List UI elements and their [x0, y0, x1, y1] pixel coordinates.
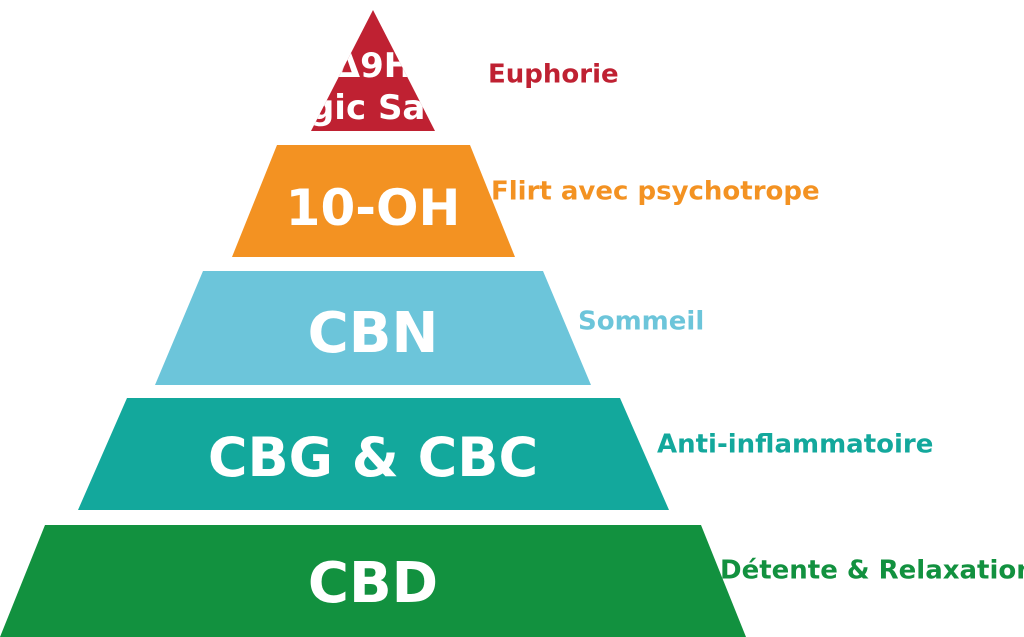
tier-label-cbd: CBD [308, 551, 438, 616]
effect-label-cbn: Sommeil [578, 307, 704, 337]
pyramid-tier-top [311, 10, 435, 131]
tier-label-cbn: CBN [308, 301, 439, 366]
effect-label-top: Euphorie [488, 60, 619, 90]
effect-label-cbg-cbc: Anti-inflammatoire [657, 430, 933, 460]
tier-label-top-line-1: Δ9H [334, 46, 412, 86]
pyramid-tier-10-oh [232, 145, 515, 257]
tier-label-cbg-cbc: CBG & CBC [208, 426, 538, 489]
effect-label-10-oh: Flirt avec psychotrope [491, 177, 820, 207]
tier-label-10-oh: 10-OH [286, 179, 461, 237]
pyramid-tier-cbn [155, 271, 591, 385]
effect-label-cbd: Détente & Relaxation [720, 556, 1024, 586]
pyramid-tier-cbd [0, 525, 746, 637]
tier-label-top-line-2: Magic Sauce [253, 88, 493, 128]
pyramid-tier-cbg-cbc [78, 398, 669, 510]
